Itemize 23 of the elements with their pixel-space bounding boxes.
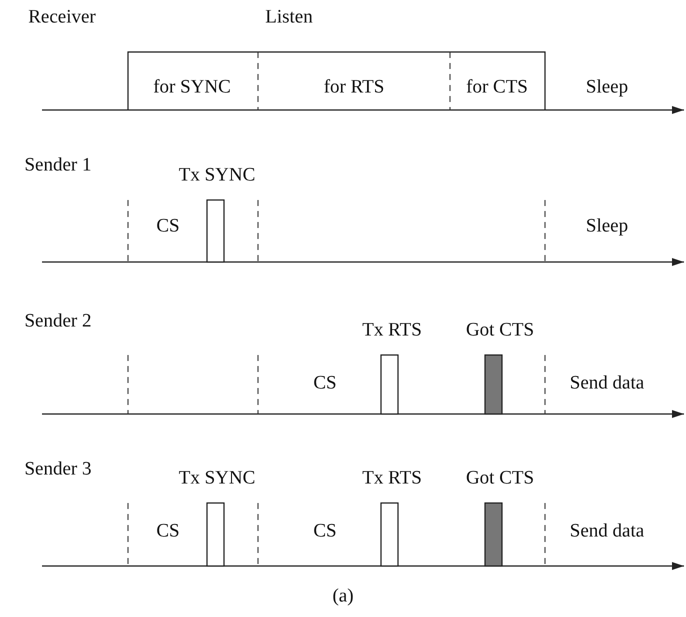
interval-label: CS — [156, 522, 180, 542]
row-label: Sender 3 — [24, 460, 92, 480]
state-label: Sleep — [586, 78, 628, 98]
state-label: Send data — [570, 522, 644, 542]
pulse-label: Got CTS — [466, 320, 534, 342]
phase-label: Listen — [265, 8, 313, 28]
interval-label: CS — [313, 522, 337, 542]
row-label: Receiver — [28, 8, 96, 28]
interval-label: for SYNC — [153, 78, 231, 98]
pulse-label: Tx SYNC — [178, 166, 256, 186]
row-label: Sender 2 — [24, 312, 92, 332]
caption: (a) — [332, 586, 354, 608]
interval-label: for CTS — [466, 78, 528, 98]
row-label: Sender 1 — [24, 156, 92, 176]
pulse-label: Got CTS — [466, 468, 534, 490]
interval-label: for RTS — [324, 78, 384, 98]
pulse-label: Tx RTS — [362, 320, 422, 342]
state-label: Send data — [570, 374, 644, 394]
pulse-label: Tx SYNC — [178, 468, 256, 490]
interval-label: CS — [313, 374, 337, 394]
state-label: Sleep — [586, 216, 628, 238]
interval-label: CS — [156, 216, 180, 238]
pulse-label: Tx RTS — [362, 468, 422, 490]
